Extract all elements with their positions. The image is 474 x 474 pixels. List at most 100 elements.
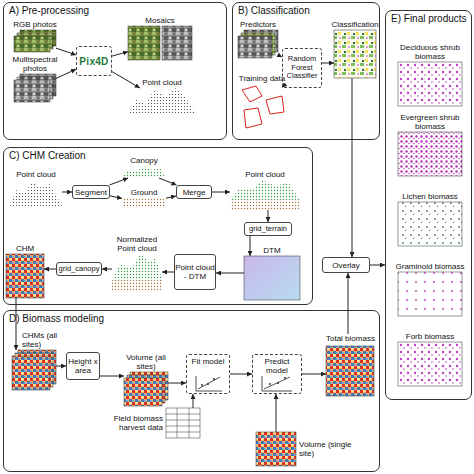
mosaic-image [128,26,160,60]
image-node: Ground [122,198,166,208]
image-caption: Forb biomass [390,332,470,341]
box-label: grid_terrain [249,225,287,234]
process-box: Height x area [66,352,100,380]
panel-box: B) ClassificationPredictorsTraining data… [232,2,380,140]
image-node: Point cloud [10,180,62,206]
image-node: CHM [6,254,44,298]
ground-points [122,198,166,208]
image-node: Normalized Point cloud [112,254,162,290]
training-polygon [242,86,262,102]
image-caption: Volume (single site) [299,440,359,458]
ground-points [230,200,300,210]
plot-point [277,382,279,384]
image-caption: Point cloud [245,170,285,179]
box-label: Segment [75,188,107,197]
image-caption: Classification [331,20,378,29]
image-node: DTM [244,256,300,300]
flow-arrow [100,376,124,377]
image-node: Point cloud [230,180,300,210]
box-label: grid_canopy [59,265,100,274]
box-label: Merge [183,188,206,197]
biomass-map [326,346,374,396]
point-cloud [10,182,62,206]
image-node: Forb biomass [398,342,462,386]
image-caption: Training data [239,74,285,83]
image-node: CHMs (all sites) [12,350,56,390]
flow-arrow [282,84,286,88]
image-node: Graminoid biomass [398,272,462,316]
photo-stack [14,36,50,52]
process-box: Merge [176,185,212,199]
canopy-points [122,166,166,178]
flow-arrow [212,192,230,193]
flow-arrow [56,69,76,78]
image-node: Training data [237,84,287,130]
image-node: Volume (all sites) [124,372,168,406]
plot-point [213,378,215,380]
image-node: Volume (single site) [256,432,296,466]
plot-point [269,383,271,385]
image-caption: Ground [131,188,158,197]
image-node: Deciduous shrub biomass [398,62,462,106]
training-polygon [266,96,284,114]
image-node: Classification [334,30,376,78]
canopy-points [112,254,162,280]
product-map [398,342,462,386]
table-grid [166,408,200,438]
training-polygon [244,108,262,128]
flow-arrow [159,178,177,185]
canopy-points [230,180,300,200]
image-node: Lichen biomass [398,202,462,246]
image-caption: Evergreen shrub biomass [390,113,470,131]
method-box: Fit model [186,354,230,394]
image-node: Point cloud [128,88,196,114]
process-box: grid_terrain [244,222,292,236]
flow-arrow [16,298,17,350]
flow-arrow [56,48,76,55]
classification-map [334,30,376,78]
flow-arrow [193,394,194,408]
image-caption: Normalized Point cloud [107,235,167,253]
flow-arrow [44,269,56,270]
image-node: Canopy [122,166,166,178]
image-caption: Point cloud [142,78,182,87]
fit-line [198,377,220,389]
product-map [398,62,462,106]
flow-arrow [162,272,174,273]
image-caption: RGB photos [13,20,57,29]
mosaic-image [162,26,192,60]
image-caption: Canopy [130,156,158,165]
process-box: grid_canopy [56,262,102,276]
panel-title: A) Pre-processing [9,5,89,17]
flow-arrow [102,269,112,270]
flow-arrow [110,196,122,199]
volume-image [256,432,296,466]
flow-arrow [166,196,176,198]
image-node: Field biomass harvest data [166,408,200,438]
image-caption: CHMs (all sites) [22,331,68,349]
image-caption: Volume (all sites) [121,353,171,371]
flow-arrow [112,52,128,56]
predictor-stack [238,36,272,58]
flow-arrow [216,273,244,274]
panel-title: B) Classification [238,5,310,17]
flow-arrow [348,273,349,334]
flow-arrow [268,210,269,222]
panel-title: E) Final products [391,13,468,25]
image-caption: DTM [263,246,280,255]
image-caption: Graminoid biomass [390,262,470,271]
panel-title: C) CHM Creation [9,150,86,162]
ground-points [112,280,162,290]
flow-arrow [250,236,251,256]
flow-arrow [110,178,129,185]
method-box: Predict model [252,354,302,394]
image-node: Multispectral photos [14,74,56,102]
plot-point [284,377,286,379]
image-caption: Mosaics [145,16,174,25]
flow-arrow [62,192,72,193]
image-caption: Predictors [240,20,276,29]
flow-arrow [352,78,353,257]
flow-arrow [56,366,66,367]
